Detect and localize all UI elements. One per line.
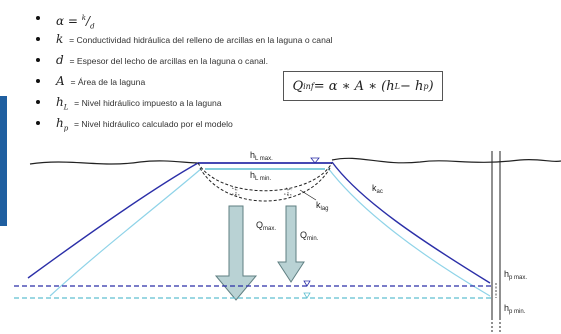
hp-symbol: h [56, 116, 64, 130]
hl-min-label-sub: L min. [255, 176, 271, 182]
k-ac-label-sub: ac [377, 189, 383, 195]
d-symbol: d [56, 53, 64, 67]
definition-k: k = Conductividad hidráulica del relleno… [36, 29, 333, 49]
definition-a: A = Área de la laguna [36, 71, 333, 91]
hp-min-label: hp min. [504, 303, 526, 315]
k-symbol: k [56, 32, 64, 46]
gw-max-marker [303, 280, 311, 287]
k-lag-pointer-line [299, 189, 317, 201]
q-min-label-sub: min. [307, 236, 319, 242]
left-accent-bar [0, 96, 7, 226]
alpha-numerator: k [81, 14, 87, 22]
hl-max-label: hL max. [250, 150, 273, 162]
clay-bed-detail-right [283, 187, 293, 196]
k-description: = Conductividad hidráulica del relleno d… [69, 35, 333, 45]
hl-max-label-sub: L max. [255, 156, 273, 162]
d-description: = Espesor del lecho de arcillas en la la… [69, 56, 268, 66]
q-min-label-text: Q [300, 230, 307, 240]
infiltration-bulb-min [49, 167, 491, 297]
k-lag-label-text: k [316, 200, 321, 210]
equation-rhs-part2: − h [399, 78, 424, 94]
hl-min-label: hL min. [250, 170, 271, 182]
k-ac-label: kac [372, 183, 383, 195]
clay-bed-arc-upper [197, 162, 333, 192]
infiltration-bulb-max [27, 161, 491, 284]
equation-rhs-part3: ) [428, 78, 434, 94]
hl-symbol: h [56, 95, 64, 109]
hp-max-label-sub: p max. [509, 275, 527, 281]
equation-lhs-sub: inf [303, 81, 314, 91]
definitions-list: α = k/d k = Conductividad hidráulica del… [36, 8, 333, 134]
definition-alpha: α = k/d [36, 8, 333, 31]
k-lag-label-sub: lag [321, 206, 329, 212]
clay-bed-detail-left [231, 187, 241, 196]
k-lag-label: klag [316, 200, 329, 212]
equation-lhs: Q [292, 78, 304, 94]
hp-description: = Nivel hidráulico calculado por el mode… [74, 119, 233, 129]
hl-subscript: L [63, 103, 69, 112]
q-max-label: Qmax. [256, 220, 276, 232]
hp-max-label-text: h [504, 269, 509, 279]
equation-rhs-part1: = α ∗ A ∗ (h [313, 78, 395, 94]
hp-min-label-text: h [504, 303, 509, 313]
hl-max-label-text: h [250, 150, 255, 160]
q-min-label: Qmin. [300, 230, 319, 242]
a-description: = Área de la laguna [70, 77, 146, 87]
clay-bed-arc-lower [199, 167, 331, 202]
alpha-denominator: d [90, 22, 95, 31]
definition-hl: hL = Nivel hidráulico impuesto a la lagu… [36, 92, 333, 112]
hp-subscript: p [63, 124, 69, 133]
definition-hp: hp = Nivel hidráulico calculado por el m… [36, 113, 333, 133]
gw-min-marker [303, 292, 311, 299]
q-max-arrow [214, 205, 258, 301]
q-min-arrow [277, 205, 305, 283]
alpha-symbol: α = [56, 14, 82, 28]
k-ac-label-text: k [372, 183, 377, 193]
q-max-label-text: Q [256, 220, 263, 230]
a-symbol: A [56, 74, 65, 88]
definition-d: d = Espesor del lecho de arcillas en la … [36, 50, 333, 70]
equation-rhs-sub2: p [423, 81, 429, 91]
hp-min-label-sub: p min. [509, 309, 526, 315]
hp-max-label: hp max. [504, 269, 527, 281]
lagoon-level-max-marker [310, 157, 320, 164]
equation-rhs-sub1: L [394, 81, 400, 91]
ground-surface-line [29, 157, 561, 165]
hl-min-label-text: h [250, 170, 255, 180]
hl-description: = Nivel hidráulico impuesto a la laguna [74, 98, 222, 108]
q-max-label-sub: max. [263, 226, 276, 232]
